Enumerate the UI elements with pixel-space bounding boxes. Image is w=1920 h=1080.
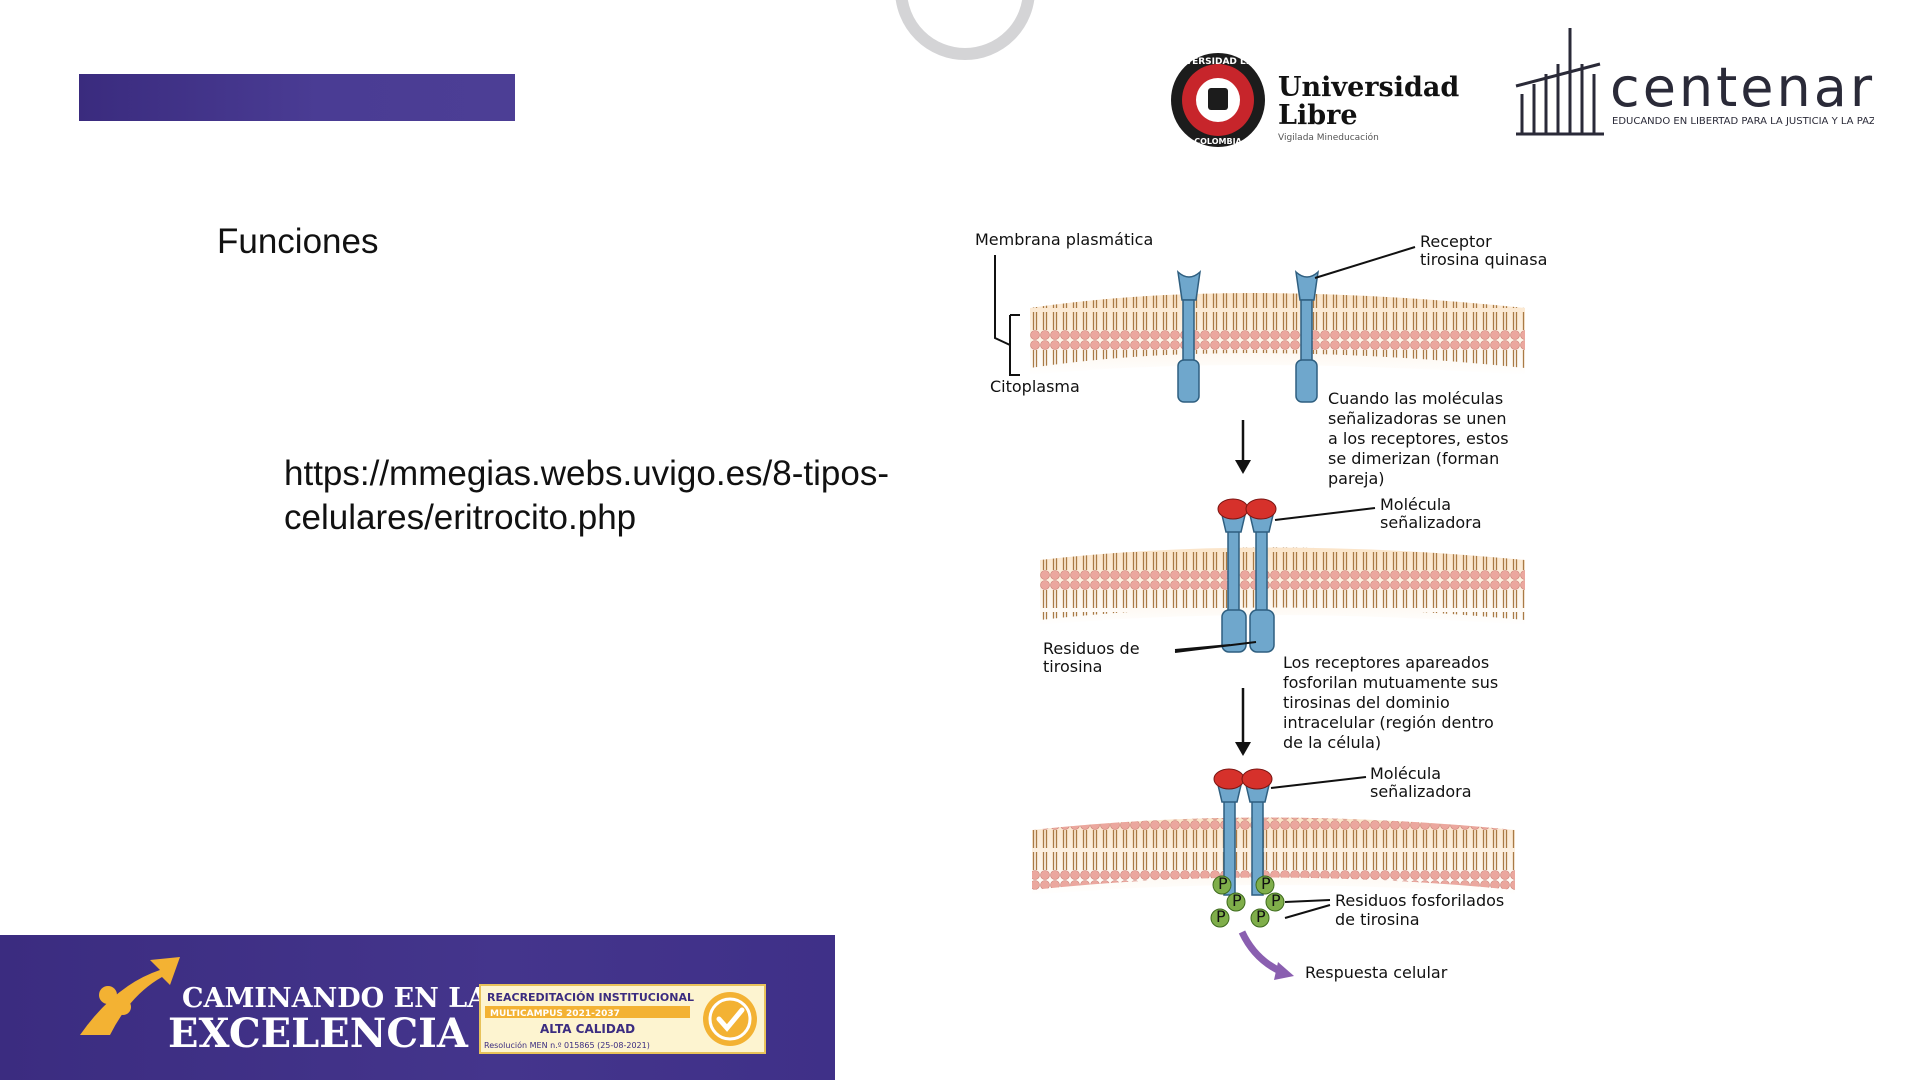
label-molecula-2: señalizadora: [1370, 782, 1472, 801]
university-name-line1: Universidad: [1278, 72, 1459, 103]
label-fosforilados-1: Residuos fosforilados: [1335, 891, 1504, 910]
phosphate-label: P: [1261, 874, 1271, 893]
phosphorylated-pointer: [1284, 899, 1331, 919]
centenario-word: centenario: [1610, 56, 1874, 119]
arrow-down-2: [1235, 688, 1251, 756]
title-accent-bar: [79, 74, 515, 121]
phosphate-label: P: [1256, 907, 1266, 926]
response-arrowhead: [1274, 962, 1294, 980]
badge-line2: MULTICAMPUS 2021-2037: [490, 1009, 620, 1019]
step1-line: se dimerizan (forman: [1328, 449, 1499, 468]
reference-link-line1: https://mmegias.webs.uvigo.es/8-tipos-: [284, 454, 889, 493]
label-fosforilados-2: de tirosina: [1335, 910, 1420, 929]
step1-line: a los receptores, estos: [1328, 429, 1509, 448]
signal-molecule: [1217, 498, 1249, 520]
reference-link-line2: celulares/eritrocito.php: [284, 498, 637, 537]
people-icon: [99, 986, 117, 1004]
step2-line: tirosinas del dominio: [1283, 693, 1450, 712]
molecule-pointer: [1274, 507, 1376, 521]
badge-band: [485, 1006, 690, 1018]
receptor-dimer-stage-2: [1221, 514, 1275, 653]
phosphate-label: P: [1216, 907, 1226, 926]
university-name-line2: Libre: [1278, 100, 1358, 131]
step1-line: Cuando las moléculas: [1328, 389, 1503, 408]
label-molecula-1: Molécula: [1380, 495, 1451, 514]
step2-line: fosforilan mutuamente sus: [1283, 673, 1498, 692]
membrane-stage-3: [1032, 817, 1515, 895]
label-receptor-1: Receptor: [1420, 232, 1492, 251]
seal-top-text: UNIVERSIDAD LIBRE: [1170, 57, 1269, 67]
label-respuesta-celular: Respuesta celular: [1305, 963, 1448, 982]
label-citoplasma: Citoplasma: [990, 377, 1080, 396]
arrow-down-1: [1235, 420, 1251, 474]
receptor-dimer-stage-3: [1217, 784, 1270, 896]
membrane-stage-2: [1040, 547, 1525, 625]
label-receptor-2: tirosina quinasa: [1420, 250, 1547, 269]
response-arrow: [1238, 930, 1284, 976]
receptor-monomer-right: [1294, 270, 1320, 403]
label-membrana-plasmatica: Membrana plasmática: [975, 230, 1153, 249]
step1-line: señalizadoras se unen: [1328, 409, 1507, 428]
step2-line: Los receptores apareados: [1283, 653, 1489, 672]
badge-line4: Resolución MEN n.º 015865 (25-08-2021): [484, 1040, 650, 1050]
signal-molecule: [1245, 498, 1277, 520]
receptor-tyrosine-kinase-diagram: Membrana plasmática Receptor tirosina qu…: [975, 230, 1547, 982]
phosphate-groups: P P P P P P: [1210, 874, 1285, 928]
step1-description: Cuando las moléculas señalizadoras se un…: [1328, 389, 1509, 488]
badge-line1: REACREDITACIÓN INSTITUCIONAL: [487, 991, 694, 1004]
badge-line3: ALTA CALIDAD: [540, 1022, 635, 1036]
phosphate-label: P: [1271, 891, 1281, 910]
centenario-building-icon: [1515, 28, 1604, 136]
seal-bottom-text: COLOMBIA: [1194, 137, 1242, 146]
decorative-ring: [895, 0, 1035, 60]
centenario-tagline: EDUCANDO EN LIBERTAD PARA LA JUSTICIA Y …: [1612, 116, 1874, 127]
phosphate-label: P: [1232, 891, 1242, 910]
campaign-line2: EXCELENCIA: [168, 1010, 469, 1057]
residues-pointer: [1174, 641, 1257, 653]
university-motto: Vigilada Mineducación: [1278, 132, 1379, 143]
slide-title: Funciones: [217, 222, 379, 261]
signal-molecule: [1241, 768, 1273, 790]
label-molecula-1: Molécula: [1370, 764, 1441, 783]
step1-line: pareja): [1328, 469, 1385, 488]
molecule-pointer: [1270, 776, 1367, 789]
step2-line: de la célula): [1283, 733, 1381, 752]
label-residuos-2: tirosina: [1043, 657, 1102, 676]
footer-graphics: CAMINANDO EN LA EXCELENCIA REACREDITACIÓ…: [80, 957, 766, 1057]
receptor-monomer-left: [1176, 270, 1202, 403]
reference-link[interactable]: https://mmegias.webs.uvigo.es/8-tipos- c…: [284, 452, 944, 540]
checkmark-icon: [716, 1007, 745, 1032]
campaign-line1: CAMINANDO EN LA: [182, 983, 489, 1014]
membrane-bracket: [994, 255, 1020, 376]
centenario-logo: centenario EDUCANDO EN LIBERTAD PARA LA …: [1515, 28, 1874, 136]
label-molecula-2: señalizadora: [1380, 513, 1482, 532]
label-residuos-1: Residuos de: [1043, 639, 1140, 658]
phosphate-label: P: [1218, 874, 1228, 893]
rising-arrow-icon: [80, 957, 180, 1035]
receptor-pointer: [1314, 246, 1416, 279]
step2-description: Los receptores apareados fosforilan mutu…: [1283, 653, 1498, 752]
footer-banner: CAMINANDO EN LA EXCELENCIA REACREDITACIÓ…: [0, 935, 835, 1080]
check-ring: [708, 997, 752, 1041]
people-icon: [115, 999, 131, 1015]
membrane-stage-1: [1030, 293, 1525, 375]
signal-molecule: [1213, 768, 1245, 790]
step2-line: intracelular (región dentro: [1283, 713, 1494, 732]
universidad-libre-logo: UNIVERSIDAD LIBRE COLOMBIA Universidad L…: [1170, 53, 1459, 147]
